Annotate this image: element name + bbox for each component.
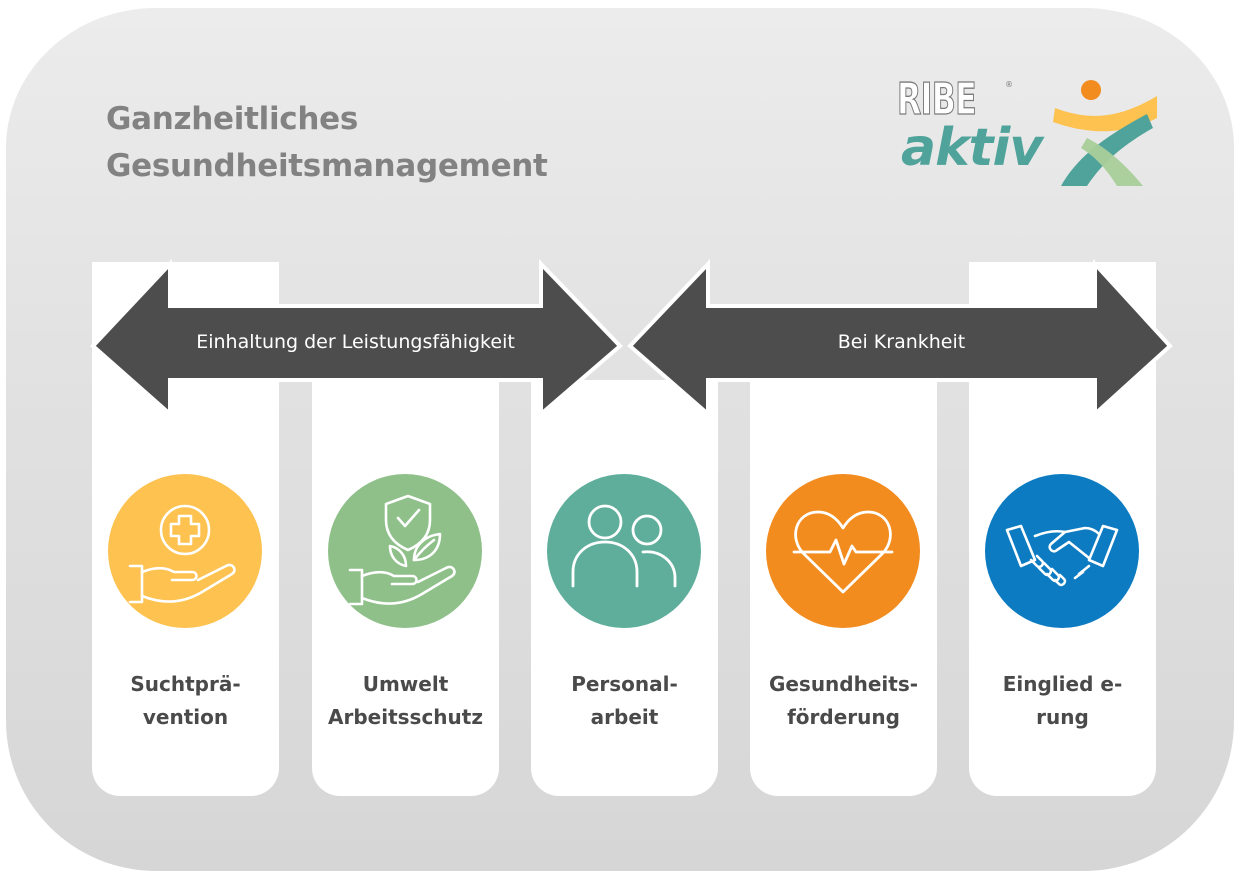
hand-with-shield-and-leaf-icon xyxy=(348,494,456,606)
personalarbeit-label: Personal- arbeit xyxy=(571,672,678,729)
right-arrow-label: Bei Krankheit xyxy=(837,331,966,353)
logo-ribe-wordmark: RIBE xyxy=(897,73,978,125)
umwelt-label: Umwelt Arbeitsschutz xyxy=(328,672,483,729)
title-line-1: Ganzheitliches xyxy=(106,101,358,137)
page-title: Ganzheitliches Gesundheitsmanagement xyxy=(106,96,548,190)
gesundheitsfoerderung-circle xyxy=(766,474,920,628)
logo-registered-mark: ® xyxy=(1005,80,1013,89)
column-umwelt-arbeitsschutz: Umwelt Arbeitsschutz xyxy=(312,380,499,796)
suchtpraevention-label: Suchtprä- vention xyxy=(130,672,241,729)
title-line-2: Gesundheitsmanagement xyxy=(106,148,548,184)
personalarbeit-circle xyxy=(547,474,701,628)
logo-aktiv-wordmark: aktiv xyxy=(901,118,1043,178)
hand-with-medical-cross-icon xyxy=(128,504,236,604)
two-people-icon xyxy=(571,504,677,588)
gesundheitsfoerderung-label: Gesundheits- förderung xyxy=(768,672,919,729)
ribe-aktiv-logo: RIBE ® aktiv xyxy=(897,73,1159,190)
column-gesundheitsfoerderung: Gesundheits- förderung xyxy=(750,380,937,796)
logo-figure-icon xyxy=(1053,80,1157,186)
heart-with-pulse-icon xyxy=(792,510,894,594)
left-double-arrow xyxy=(90,258,623,419)
right-double-arrow xyxy=(627,258,1173,419)
handshake-icon xyxy=(1005,524,1119,587)
column-personalarbeit: Personal- arbeit xyxy=(531,380,718,796)
left-arrow-label: Einhaltung der Leistungsfähigkeit xyxy=(196,331,515,353)
eingliederung-circle xyxy=(985,474,1139,628)
umwelt-circle xyxy=(328,474,482,628)
eingliederung-label: Einglied e- rung xyxy=(1002,672,1123,729)
suchtpraevention-circle xyxy=(108,474,262,628)
